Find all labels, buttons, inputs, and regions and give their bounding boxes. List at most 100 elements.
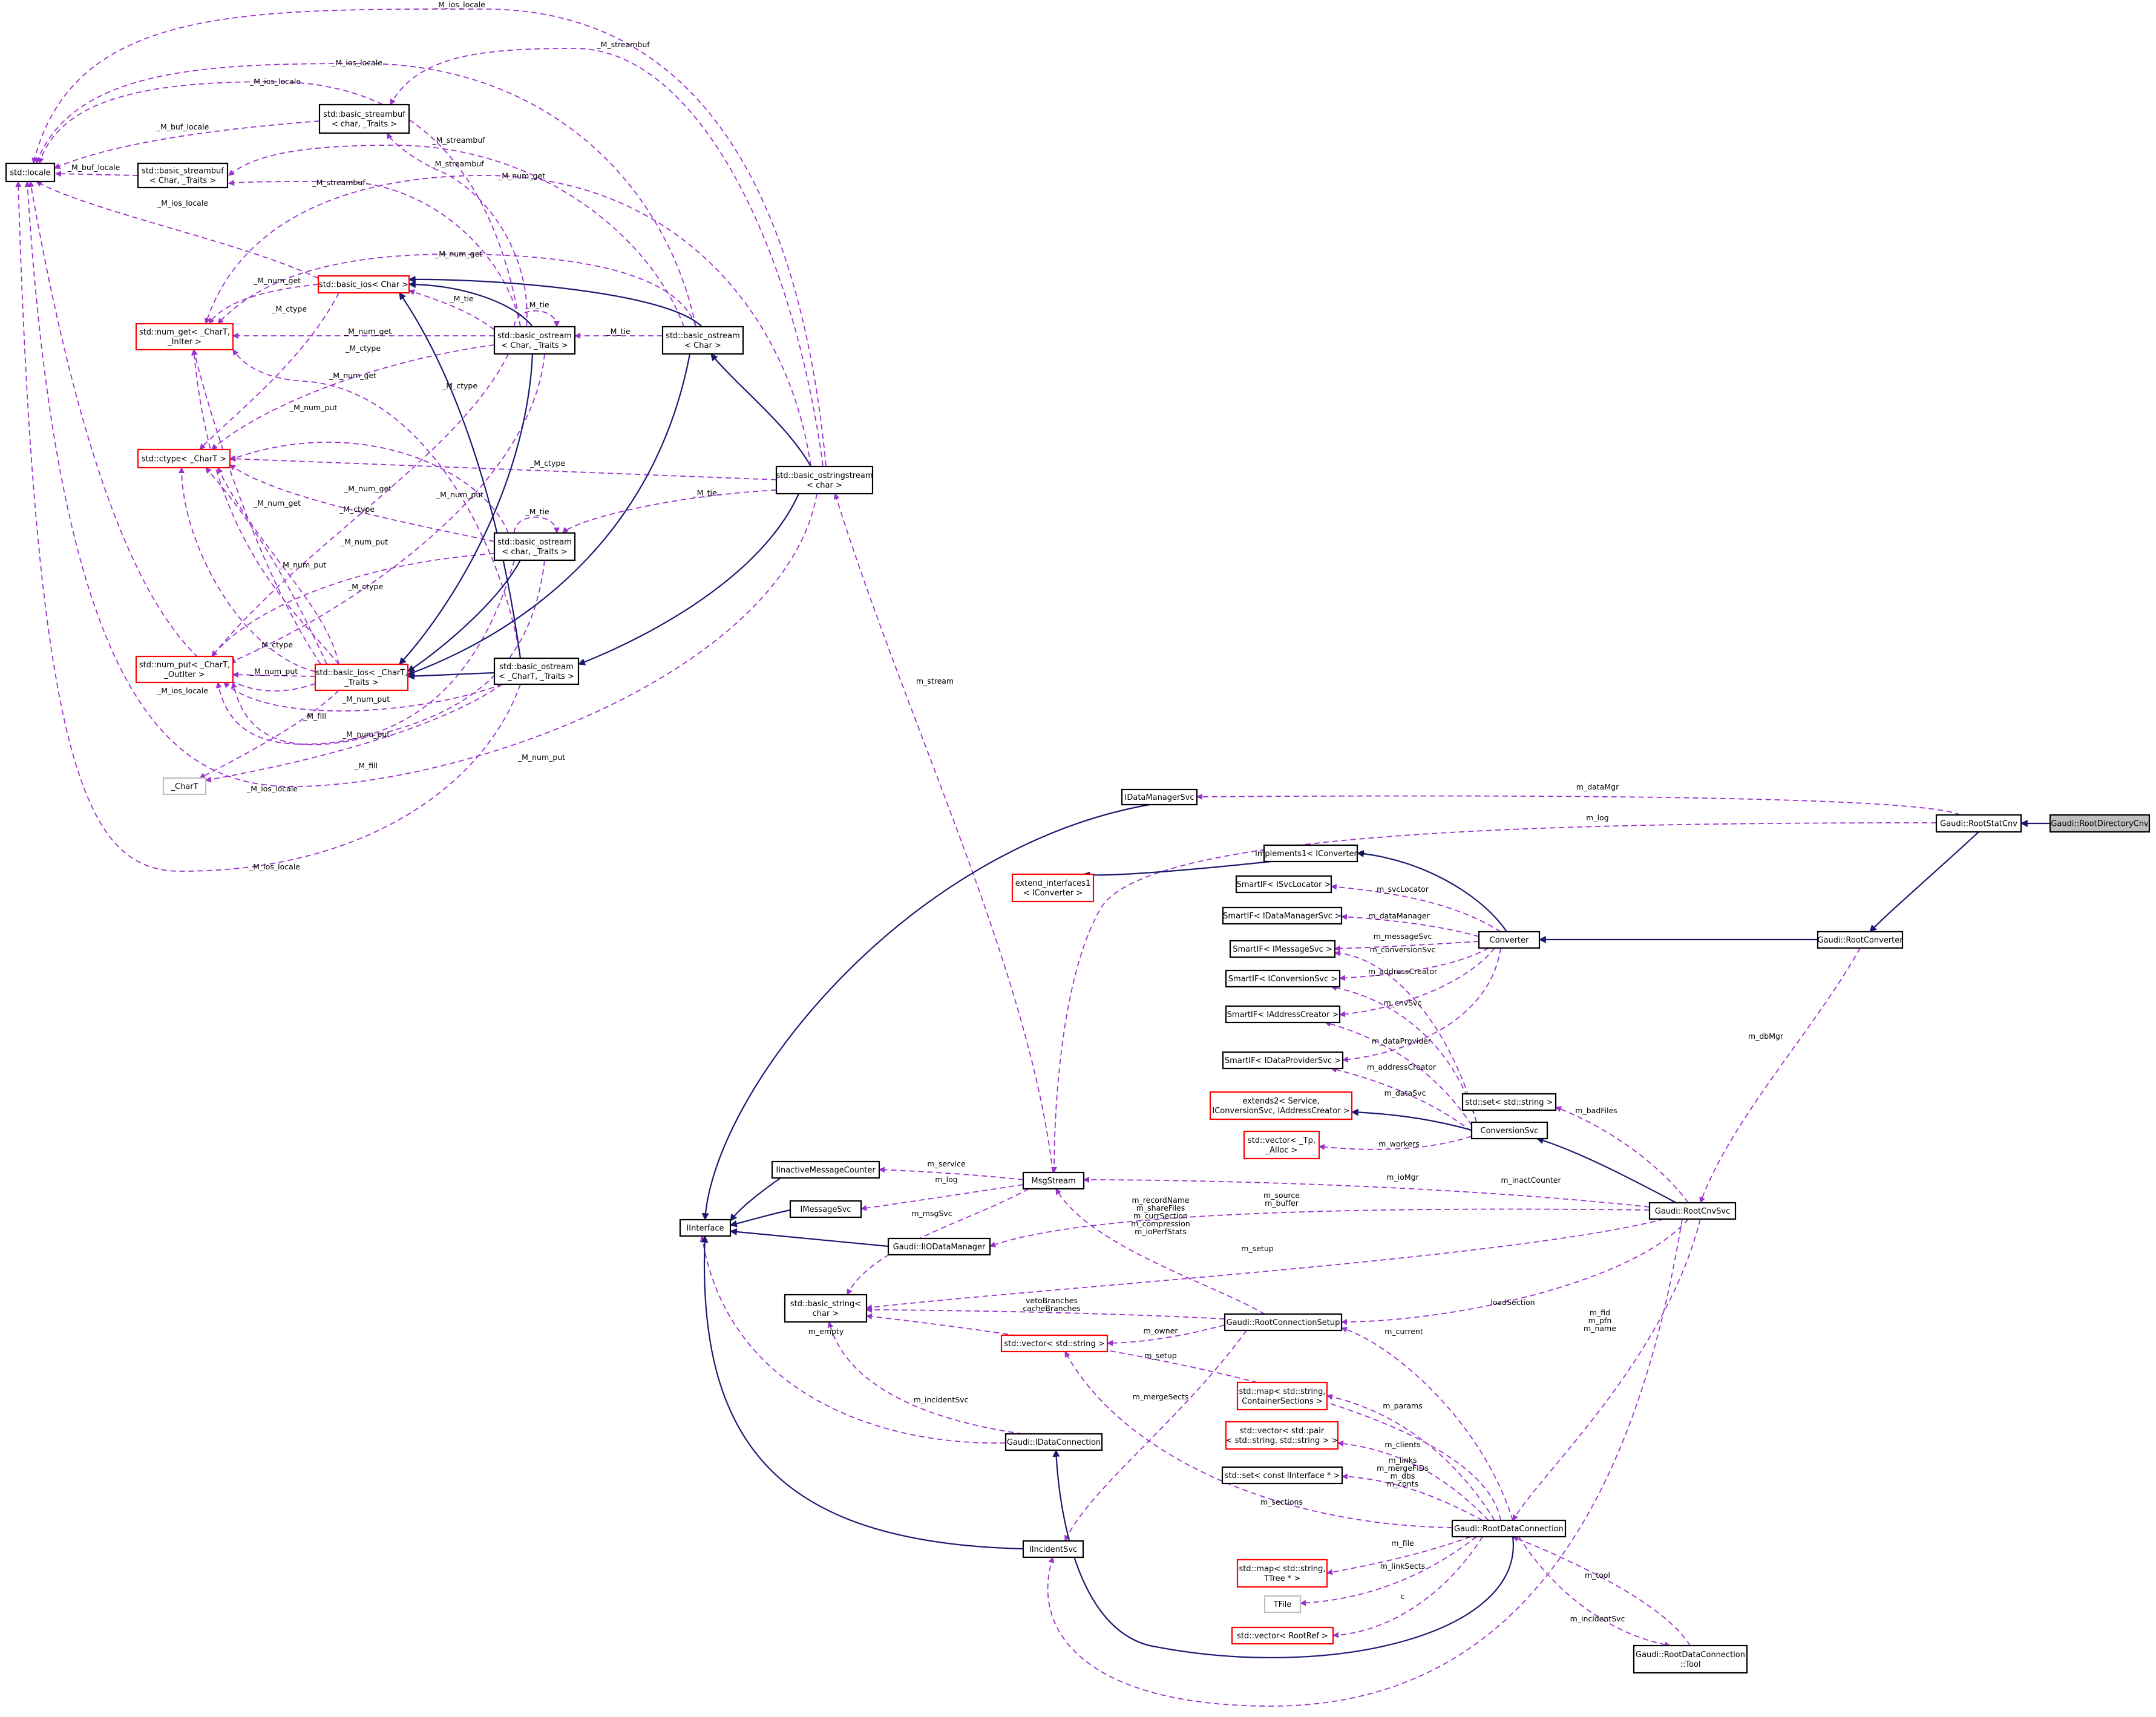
edge-label-e79: m_file [1391, 1539, 1414, 1548]
edge-label-line: _M_ios_locale [331, 58, 382, 67]
class-node-bios-chart[interactable]: std::basic_ios< _CharT,_Traits > [314, 663, 409, 692]
usage-edge-bost_Char_T-to-numput [229, 353, 545, 664]
edge-label-line: m_current [1384, 1327, 1423, 1336]
class-node-converter[interactable]: Converter [1478, 930, 1541, 949]
node-box [1648, 1202, 1737, 1220]
class-node-tfile[interactable]: TFile [1263, 1595, 1302, 1614]
edge-label-line: _M_ctype [339, 505, 375, 514]
class-node-numput[interactable]: std::num_put< _CharT,_OutIter > [135, 655, 234, 684]
class-node-vector-string[interactable]: std::vector< std::string > [1000, 1334, 1109, 1353]
class-node-msgstream[interactable]: MsgStream [1022, 1171, 1085, 1190]
edge-label-e1: _M_ios_locale [434, 0, 485, 9]
class-node-bostringstream[interactable]: std::basic_ostringstream< char > [775, 465, 874, 495]
edge-label-line: _M_num_put [278, 560, 326, 569]
class-node-vector-pair[interactable]: std::vector< std::pair< std::string, std… [1225, 1421, 1339, 1450]
usage-edge-bost_char_T-to-ctype [229, 442, 509, 534]
class-node-iincidentsvc[interactable]: IIncidentSvc [1022, 1540, 1084, 1558]
class-node-iinactivemessagecounter[interactable]: IInactiveMessageCounter [771, 1160, 880, 1179]
edge-label-e61: m_ioMgr [1386, 1172, 1419, 1182]
class-node-smartif-imessagesvc[interactable]: SmartIF< IMessageSvc > [1229, 940, 1336, 958]
node-label: SmartIF< ISvcLocator > [1236, 880, 1331, 889]
class-node-rootconnectionsetup[interactable]: Gaudi::RootConnectionSetup [1224, 1313, 1343, 1332]
class-node-bost-chart[interactable]: std::basic_ostream< _CharT, _Traits > [493, 657, 580, 685]
class-node-extends2[interactable]: extends2< Service,IConversionSvc, IAddre… [1209, 1091, 1353, 1120]
node-box [1817, 930, 1904, 949]
edge-label-line: _M_ctype [529, 459, 565, 468]
node-label: SmartIF< IDataManagerSvc > [1223, 912, 1342, 921]
class-node-smartif-idatamanagersvc[interactable]: SmartIF< IDataManagerSvc > [1222, 906, 1343, 925]
edge-label-line: m_pfn [1588, 1316, 1612, 1325]
class-node-map-containersections[interactable]: std::map< std::string,ContainerSections … [1236, 1381, 1328, 1411]
node-label: < Char > [684, 341, 721, 350]
edge-label-e43: m_stream [916, 676, 954, 685]
edge-label-line: cacheBranches [1023, 1304, 1080, 1313]
class-node-smartif-iconversionsvc[interactable]: SmartIF< IConversionSvc > [1225, 969, 1341, 988]
edge-label-e59: m_service [927, 1159, 966, 1168]
class-node-numget[interactable]: std::num_get< _CharT,_InIter > [135, 322, 234, 351]
edge-label-line: _M_tie [449, 294, 474, 303]
node-box [775, 465, 874, 495]
edge-label-line: m_compression [1131, 1219, 1190, 1228]
node-box [1225, 1005, 1341, 1024]
class-node-bios-char[interactable]: std::basic_ios< Char > [317, 275, 410, 294]
node-box [1451, 1519, 1567, 1538]
class-node-set-iinterface[interactable]: std::set< const IInterface * > [1221, 1466, 1343, 1485]
usage-edge-bios_CharT-to-numput [232, 672, 316, 678]
edge-label-line: c [1401, 1592, 1405, 1601]
usage-edge-bsbuf_char-to-locale [54, 120, 320, 169]
class-node-bost-char-t[interactable]: std::basic_ostream< char, _Traits > [493, 532, 576, 561]
edge-label-line: _M_tie [692, 488, 717, 497]
class-node-iinterface[interactable]: IInterface [679, 1218, 732, 1237]
class-node-idataconnection[interactable]: Gaudi::IDataConnection [1004, 1433, 1103, 1451]
class-node-bsbuf-char[interactable]: std::basic_streambuf< Char, _Traits > [137, 162, 229, 189]
class-node-imessagesvc[interactable]: IMessageSvc [789, 1200, 862, 1218]
node-label: Gaudi::RootConverter [1817, 936, 1903, 945]
edge-label-e5: _M_buf_locale [156, 122, 209, 131]
node-label: < char, _Traits > [502, 548, 567, 557]
node-label: Gaudi::RootDataConnection [1636, 1650, 1745, 1660]
edge-label-e31: _M_ctype [347, 582, 383, 591]
class-node-rootdirectorycnv[interactable]: Gaudi::RootDirectoryCnv [2049, 814, 2151, 833]
class-node-rootdataconnection-tool[interactable]: Gaudi::RootDataConnection::Tool [1633, 1644, 1748, 1674]
class-node-chart[interactable]: _CharT [162, 777, 207, 796]
node-box [1263, 844, 1358, 863]
class-node-conversionsvc[interactable]: ConversionSvc [1470, 1121, 1548, 1140]
class-node-vector-tp[interactable]: std::vector< _Tp,_Alloc > [1243, 1130, 1320, 1160]
class-node-idatamanagersvc[interactable]: IDataManagerSvc [1121, 788, 1198, 806]
edge-label-line: m_incidentSvc [1570, 1614, 1625, 1623]
edge-label-e53: m_addressCreator [1367, 1062, 1437, 1071]
class-node-extend-interfaces1[interactable]: extend_interfaces1< IConverter > [1011, 873, 1095, 903]
edge-label-e66: loadSection [1490, 1298, 1535, 1307]
class-node-vector-rootref[interactable]: std::vector< RootRef > [1231, 1626, 1334, 1645]
class-node-smartif-isvclocator[interactable]: SmartIF< ISvcLocator > [1235, 875, 1332, 894]
usage-edge-bios_Char-to-ctype [199, 292, 339, 450]
class-node-bost-char-t[interactable]: std::basic_ostream< Char, _Traits > [493, 325, 576, 355]
edge-label-line: _M_num_put [342, 730, 390, 739]
class-node-rootstatcnv[interactable]: Gaudi::RootStatCnv [1935, 814, 2022, 833]
class-node-rootcnvsvc[interactable]: Gaudi::RootCnvSvc [1648, 1202, 1737, 1220]
class-node-rootconverter[interactable]: Gaudi::RootConverter [1817, 930, 1904, 949]
class-node-set-string[interactable]: std::set< std::string > [1461, 1093, 1557, 1111]
class-node-map-ttree[interactable]: std::map< std::string,TTree * > [1236, 1558, 1328, 1588]
class-node-implements1[interactable]: implements1< IConverter > [1255, 844, 1366, 863]
class-node-bsbuf-char[interactable]: std::basic_streambuf< char, _Traits > [318, 103, 410, 134]
class-node-iiodatamanager[interactable]: Gaudi::IIODataManager [887, 1237, 991, 1256]
edge-label-line: m_dataManager [1368, 911, 1430, 920]
edge-label-line: m_incidentSvc [914, 1395, 969, 1404]
edge-label-line: _M_num_get [253, 276, 301, 285]
class-node-locale[interactable]: std::locale [5, 162, 56, 183]
inheritance-edge-IIncidentSvc-to-IInterface [701, 1235, 1024, 1550]
class-node-ctype[interactable]: std::ctype< _CharT > [137, 448, 231, 469]
class-node-smartif-iaddresscreator[interactable]: SmartIF< IAddressCreator > [1225, 1005, 1341, 1024]
class-node-smartif-idataprovidersvc[interactable]: SmartIF< IDataProviderSvc > [1222, 1051, 1344, 1070]
node-label: Gaudi::RootStatCnv [1940, 820, 2017, 829]
node-box [1470, 1121, 1548, 1140]
edge-label-line: m_empty [808, 1327, 844, 1336]
edge-label-e4: _M_ios_locale [249, 77, 301, 86]
class-node-bost-char[interactable]: std::basic_ostream< Char > [661, 325, 744, 355]
node-box [679, 1218, 732, 1237]
node-label: std::basic_streambuf [323, 110, 405, 119]
class-node-rootdataconnection[interactable]: Gaudi::RootDataConnection [1451, 1519, 1567, 1538]
class-node-basic-string[interactable]: std::basic_string<char > [784, 1293, 868, 1323]
usage-edge-Converter-to-SmartIF_IDataProviderSvc [1342, 947, 1501, 1063]
